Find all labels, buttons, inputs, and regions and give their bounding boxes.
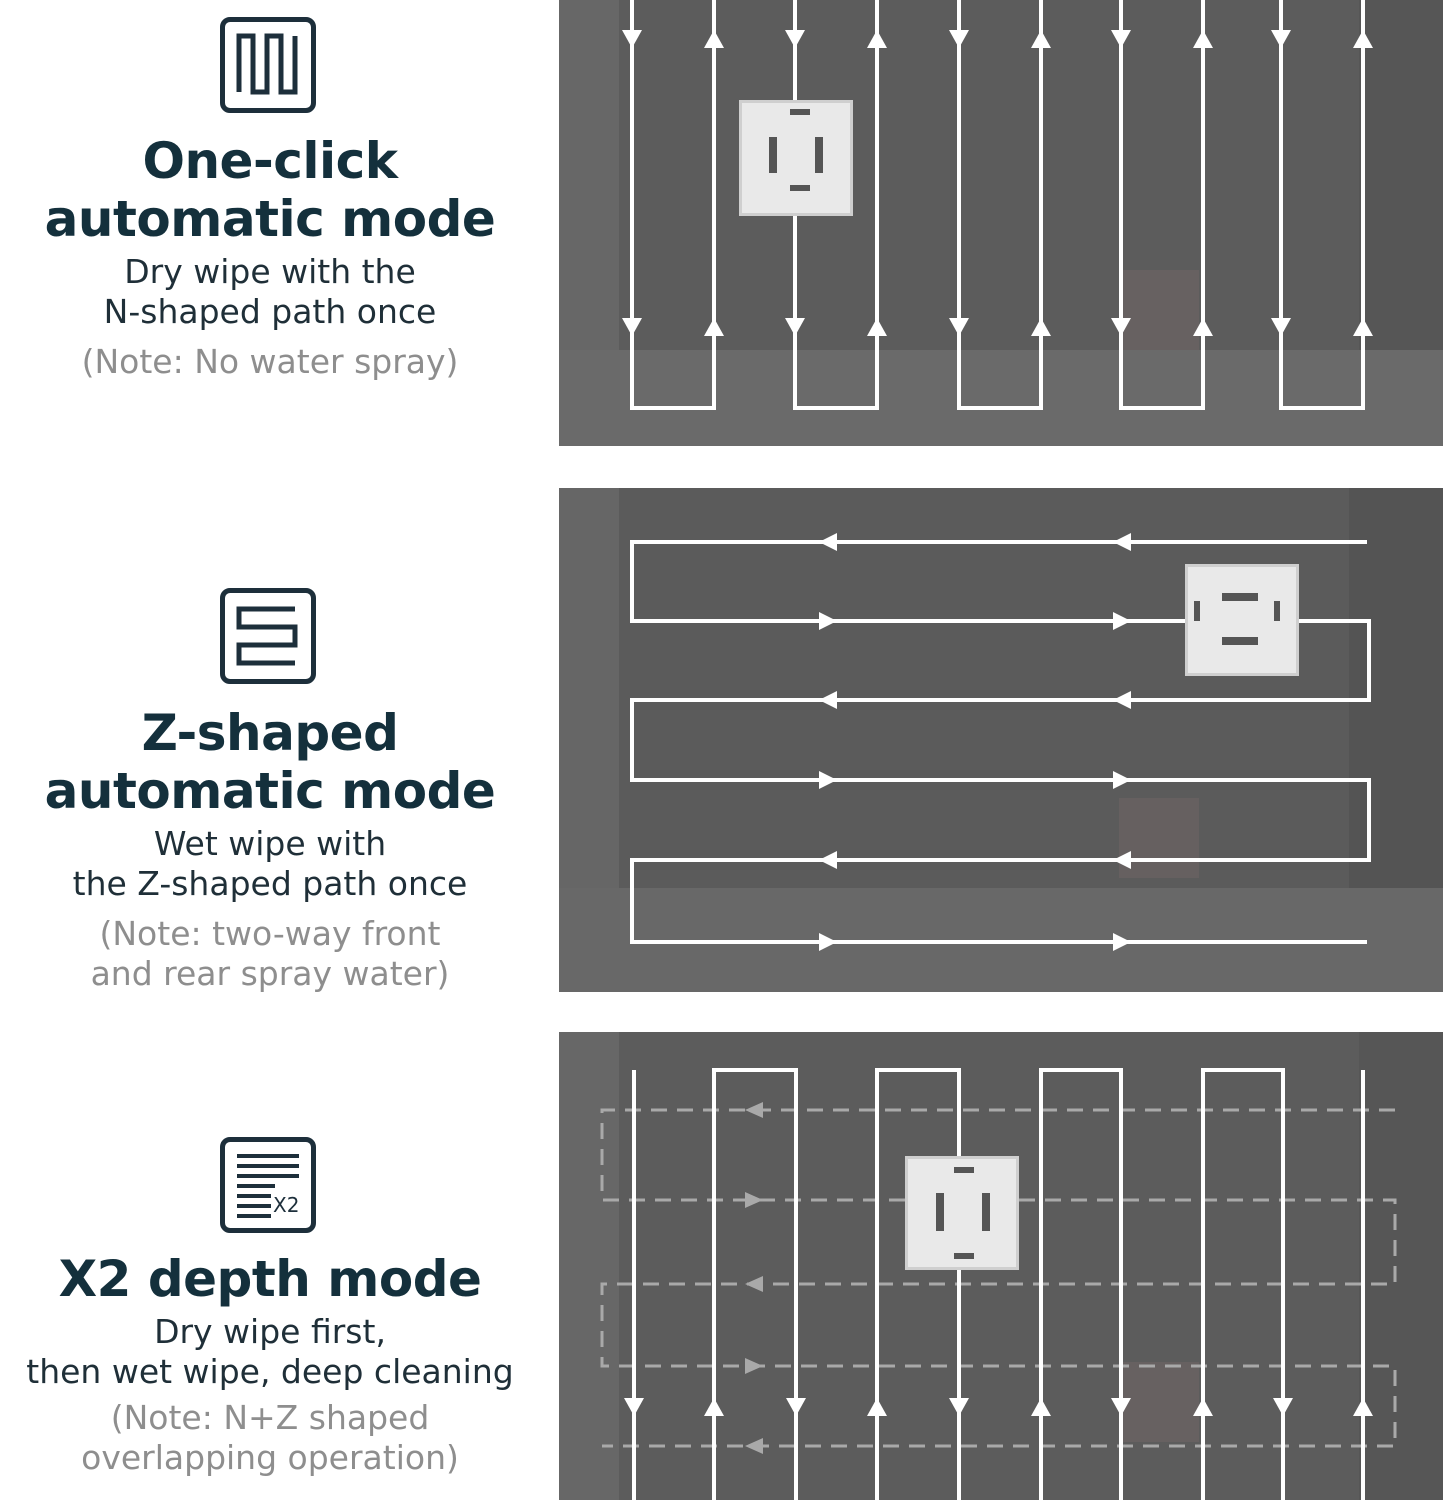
mode-title: X2 depth mode bbox=[58, 1250, 482, 1308]
n-path-illustration bbox=[559, 0, 1443, 446]
z-path-illustration bbox=[559, 488, 1443, 992]
mode-note: (Note: No water spray) bbox=[81, 342, 459, 381]
x2-depth-icon: X2 bbox=[220, 1137, 316, 1233]
window-cleaning-robot bbox=[739, 100, 853, 216]
mode-one-click: One-click automatic mode Dry wipe with t… bbox=[0, 132, 540, 382]
mode-title: automatic mode bbox=[44, 762, 496, 820]
mode-description: Wet wipe with bbox=[153, 824, 387, 863]
mode-description: the Z-shaped path once bbox=[72, 864, 468, 903]
window-cleaning-robot bbox=[1185, 564, 1299, 676]
z-path-icon bbox=[220, 588, 316, 684]
mode-note: and rear spray water) bbox=[90, 954, 450, 993]
mode-note: (Note: N+Z shaped bbox=[110, 1398, 430, 1437]
mode-description: Dry wipe first, bbox=[154, 1312, 386, 1351]
mode-title: One-click bbox=[142, 132, 398, 190]
mode-description: Dry wipe with the bbox=[124, 252, 416, 291]
n-path-icon bbox=[220, 17, 316, 113]
window-cleaning-robot bbox=[905, 1156, 1019, 1270]
mode-z-shaped: Z-shaped automatic mode Wet wipe with th… bbox=[0, 704, 540, 994]
mode-description: then wet wipe, deep cleaning bbox=[26, 1352, 514, 1391]
x2-path-illustration bbox=[559, 1032, 1443, 1500]
mode-note: (Note: two-way front bbox=[99, 914, 441, 953]
mode-description: N-shaped path once bbox=[103, 292, 437, 331]
mode-title: Z-shaped bbox=[141, 704, 399, 762]
x2-label: X2 bbox=[273, 1193, 299, 1217]
mode-x2-depth: X2 depth mode Dry wipe first, then wet w… bbox=[0, 1250, 540, 1478]
mode-note: overlapping operation) bbox=[81, 1438, 459, 1477]
mode-title: automatic mode bbox=[44, 190, 496, 248]
